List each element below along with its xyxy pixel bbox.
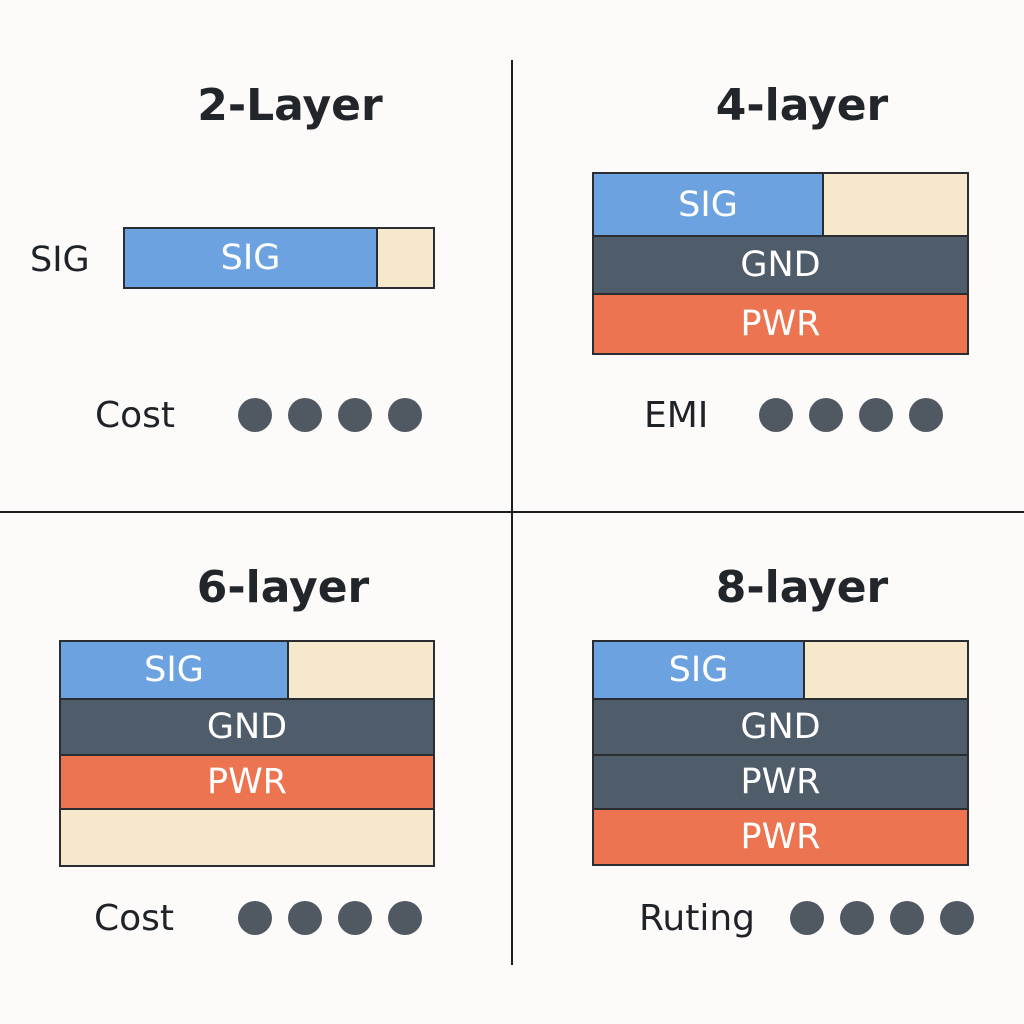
layer-label-core	[61, 810, 433, 865]
stackup-4-layer: SIG GND PWR	[592, 172, 969, 355]
layer-label-sig: SIG	[594, 642, 803, 698]
layer-gnd: GND	[594, 235, 967, 293]
rating-dot-4	[388, 398, 422, 432]
metric-label: Cost	[95, 395, 176, 436]
layer-label-pwr: PWR	[594, 295, 967, 353]
rating-dot-3	[859, 398, 893, 432]
layer-label-pwr: PWR	[61, 756, 433, 808]
horizontal-divider	[0, 511, 1024, 513]
metric-dots-8-layer	[790, 901, 974, 935]
rating-dot-3	[338, 398, 372, 432]
layer-sig: SIG	[61, 642, 433, 698]
layer-label-gnd: GND	[594, 700, 967, 754]
layer-pwr: PWR	[594, 808, 967, 864]
layer-pwr: PWR	[61, 754, 433, 808]
layer-label-pwr: PWR	[594, 756, 967, 808]
rating-dot-3	[338, 901, 372, 935]
layer-label-gnd: GND	[594, 237, 967, 293]
rating-dot-1	[238, 398, 272, 432]
layer-sig: SIG	[594, 174, 967, 235]
layer-sig: SIG	[594, 642, 967, 698]
title-4-layer: 4-layer	[715, 80, 889, 131]
rating-dot-2	[288, 398, 322, 432]
metric-dots-2-layer	[238, 398, 422, 432]
metric-label: Ruting	[639, 898, 755, 939]
metric-cost-2-layer: Cost	[95, 398, 175, 434]
layer-label-gnd: GND	[61, 700, 433, 754]
metric-dots-4-layer	[759, 398, 943, 432]
rating-dot-3	[890, 901, 924, 935]
layer-gnd: GND	[61, 698, 433, 754]
layer-filler	[287, 642, 433, 698]
rating-dot-4	[388, 901, 422, 935]
title-2-layer: 2-Layer	[197, 80, 383, 131]
layer-label-pwr: PWR	[594, 810, 967, 864]
stackup-2-layer: SIG	[123, 227, 435, 289]
layer-core	[61, 808, 433, 865]
rating-dot-4	[940, 901, 974, 935]
stackup-8-layer: SIG GND PWR PWR	[592, 640, 969, 866]
rating-dot-1	[759, 398, 793, 432]
layer-filler	[803, 642, 967, 698]
metric-cost-6-layer: Cost	[94, 901, 174, 937]
metric-dots-6-layer	[238, 901, 422, 935]
rating-dot-2	[840, 901, 874, 935]
rating-dot-1	[238, 901, 272, 935]
title-8-layer: 8-layer	[715, 562, 889, 613]
rating-dot-1	[790, 901, 824, 935]
layer-pwr: PWR	[594, 293, 967, 353]
stackup-6-layer: SIG GND PWR	[59, 640, 435, 867]
layer-label-sig: SIG	[61, 642, 287, 698]
side-label-sig: SIG	[30, 240, 90, 280]
layer-pwr-inner: PWR	[594, 754, 967, 808]
metric-label: EMI	[644, 395, 709, 436]
layer-label-sig: SIG	[594, 174, 822, 235]
layer-sig: SIG	[125, 229, 433, 287]
rating-dot-2	[288, 901, 322, 935]
metric-label: Cost	[94, 898, 175, 939]
title-6-layer: 6-layer	[196, 562, 370, 613]
layer-gnd: GND	[594, 698, 967, 754]
rating-dot-2	[809, 398, 843, 432]
metric-routing-8-layer: Ruting	[639, 901, 755, 937]
layer-filler	[376, 229, 433, 287]
layer-label-sig: SIG	[125, 229, 376, 287]
rating-dot-4	[909, 398, 943, 432]
metric-emi-4-layer: EMI	[644, 398, 708, 434]
layer-filler	[822, 174, 967, 235]
